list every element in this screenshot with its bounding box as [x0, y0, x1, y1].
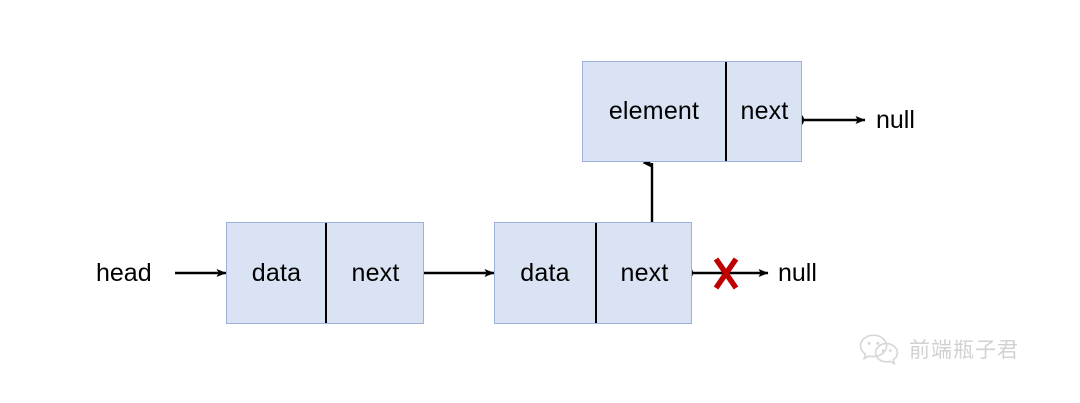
wechat-icon [859, 334, 899, 366]
broken-link-x-icon [713, 257, 739, 290]
node-1-divider [325, 223, 327, 323]
node-1-next-cell: next [351, 258, 400, 287]
list-node-2: data next [494, 222, 692, 324]
null-label-top: null [876, 106, 915, 134]
watermark-text: 前端瓶子君 [909, 339, 1019, 362]
list-node-1: data next [226, 222, 424, 324]
node-2-divider [595, 223, 597, 323]
node-2-next-cell: next [620, 258, 669, 287]
node-1-data-cell: data [251, 258, 302, 287]
null-label-bottom: null [778, 259, 817, 287]
head-label: head [96, 259, 152, 287]
element-node-divider [725, 62, 727, 161]
element-node-next-cell: next [740, 97, 789, 125]
watermark: 前端瓶子君 [858, 332, 1019, 366]
list-node-new-element: element next [582, 61, 802, 162]
node-2-data-cell: data [520, 258, 570, 287]
element-node-element-cell: element [608, 97, 700, 125]
